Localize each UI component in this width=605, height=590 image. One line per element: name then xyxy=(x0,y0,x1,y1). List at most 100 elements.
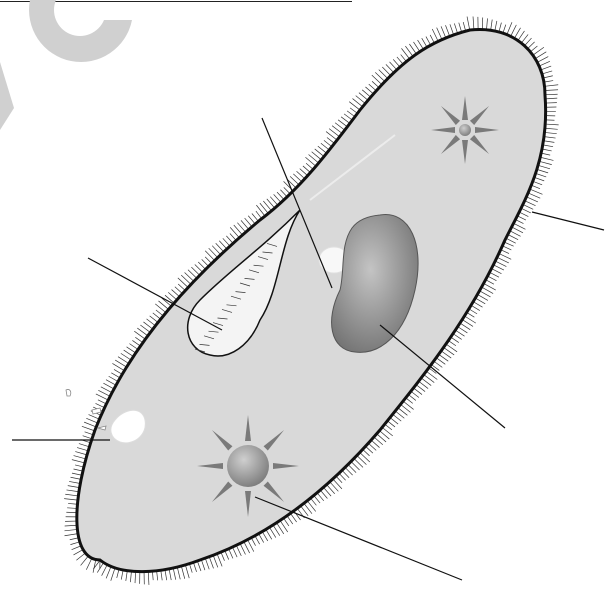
cilium xyxy=(508,234,518,239)
cilium xyxy=(195,265,203,273)
cilium xyxy=(499,253,511,259)
cilium xyxy=(506,238,516,243)
cilium xyxy=(342,470,349,477)
cilium xyxy=(473,302,482,308)
cilium xyxy=(111,373,120,378)
cilium xyxy=(205,251,214,261)
cilium xyxy=(341,117,350,124)
cilium xyxy=(76,553,85,560)
cilium xyxy=(326,132,337,141)
cilium xyxy=(480,291,491,297)
cilium xyxy=(72,546,82,550)
cilium xyxy=(390,62,397,70)
cilium xyxy=(106,566,111,578)
cilium xyxy=(287,516,293,524)
cilium xyxy=(528,193,540,198)
cilium xyxy=(446,25,450,36)
cilium xyxy=(181,275,191,284)
cilium xyxy=(544,137,556,138)
cilium xyxy=(507,22,512,34)
cilium xyxy=(426,37,431,46)
cilium xyxy=(156,310,163,316)
cilium xyxy=(458,327,468,333)
cilium xyxy=(521,34,528,43)
vacuole-core xyxy=(459,124,471,136)
cilium xyxy=(230,227,239,237)
cilium xyxy=(175,287,183,294)
cilium xyxy=(531,185,540,188)
cilium xyxy=(441,26,446,37)
cilium xyxy=(178,284,185,290)
cilium xyxy=(147,319,156,326)
cilium xyxy=(369,84,376,91)
cilium xyxy=(129,344,138,350)
cilium xyxy=(126,571,127,581)
contractile-vacuole-top xyxy=(431,96,499,164)
cilium xyxy=(130,571,131,582)
cilium xyxy=(545,85,559,87)
cilium xyxy=(368,443,376,450)
cilium xyxy=(390,418,398,425)
cilium xyxy=(511,25,517,36)
cilium xyxy=(333,479,342,489)
cilium xyxy=(114,369,122,374)
cilium xyxy=(545,132,557,133)
cilium xyxy=(411,391,419,397)
cilium xyxy=(86,418,97,423)
cilium xyxy=(135,571,136,583)
cilium xyxy=(530,189,543,194)
cilium xyxy=(103,383,114,389)
cilium xyxy=(543,141,554,143)
cilium xyxy=(453,334,462,340)
cilium xyxy=(542,149,552,151)
cilium xyxy=(545,124,558,125)
cilium xyxy=(535,52,546,59)
cilium xyxy=(73,550,83,555)
cilium xyxy=(84,422,96,427)
contractile-vacuole-bottom xyxy=(197,415,299,517)
cilium xyxy=(525,38,532,46)
cilium xyxy=(514,223,526,229)
cilium xyxy=(366,446,373,453)
cilium xyxy=(75,452,87,455)
cilium xyxy=(277,192,284,200)
cilium xyxy=(150,316,158,323)
cilium xyxy=(248,216,255,224)
cilium xyxy=(437,28,442,40)
cilium xyxy=(521,208,531,213)
cilium xyxy=(244,542,250,553)
cilium xyxy=(72,460,85,463)
cilium xyxy=(198,262,205,269)
cilium xyxy=(488,276,497,281)
cilium xyxy=(365,87,373,94)
cilium xyxy=(291,513,297,522)
cilium xyxy=(256,205,265,216)
cilium xyxy=(102,565,108,576)
cilium xyxy=(248,540,254,552)
cilium xyxy=(69,481,80,483)
cilium xyxy=(252,213,259,221)
cilium xyxy=(408,395,416,401)
cell-membrane xyxy=(77,29,546,571)
cilium xyxy=(229,549,233,559)
cilium xyxy=(177,567,180,579)
cilium xyxy=(459,23,462,33)
cilium xyxy=(101,387,112,393)
cilium xyxy=(477,294,487,300)
cilium xyxy=(266,529,272,539)
cilium xyxy=(97,563,103,573)
cilium xyxy=(413,42,419,52)
cilium xyxy=(455,330,464,336)
cilium xyxy=(197,561,201,571)
cilium xyxy=(540,157,553,160)
cilium xyxy=(270,527,276,537)
cilium xyxy=(539,61,550,66)
cilium xyxy=(526,197,538,202)
cilium xyxy=(536,173,547,177)
cilium xyxy=(360,452,370,461)
cilium xyxy=(307,501,315,512)
cilium xyxy=(518,31,525,41)
cilium xyxy=(132,340,140,346)
cilium xyxy=(66,490,78,492)
cilium xyxy=(65,534,78,536)
